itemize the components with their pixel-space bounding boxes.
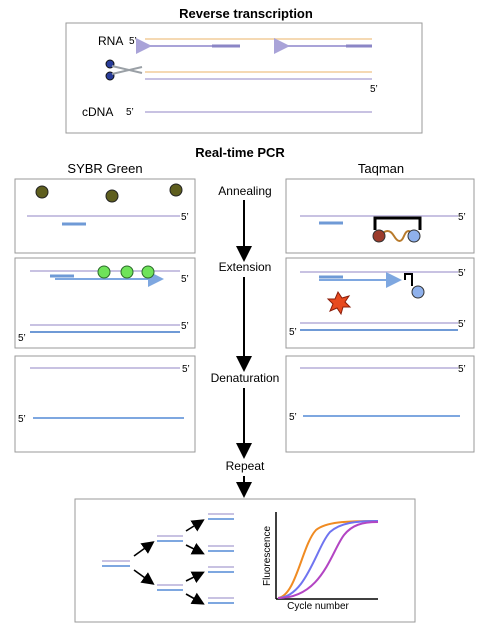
plot-ylabel: Fluorescence — [262, 526, 273, 586]
rt-title: Reverse transcription — [179, 6, 313, 21]
step-annealing: Annealing — [218, 184, 271, 198]
doubling-tree — [102, 513, 234, 605]
end-5prime: 5’ — [18, 333, 26, 344]
rna-5prime-label: 5’ — [129, 36, 137, 47]
taqman-denaturation-panel — [285, 355, 475, 453]
sybr-bound-dye — [120, 265, 134, 279]
end-5prime: 5’ — [458, 319, 466, 330]
amplification-panel — [74, 498, 416, 623]
step-repeat: Repeat — [226, 459, 265, 473]
sybr-bound-dye — [97, 265, 111, 279]
end-5prime: 5’ — [181, 321, 189, 332]
end-5prime: 5’ — [181, 212, 189, 223]
rna-label: RNA — [98, 34, 123, 48]
amplification-curve-2 — [277, 520, 379, 599]
end-5prime: 5’ — [458, 212, 466, 223]
end-5prime: 5’ — [182, 364, 190, 375]
amplification-plot: Fluorescence Cycle number — [262, 512, 379, 612]
released-reporter-icon — [326, 290, 352, 316]
sybr-denaturation-panel — [14, 355, 196, 453]
end-5prime: 5’ — [458, 268, 466, 279]
taqman-label: Taqman — [358, 161, 404, 176]
step-denaturation: Denaturation — [211, 371, 280, 385]
sybr-dye — [35, 185, 49, 199]
end-5prime: 5’ — [289, 412, 297, 423]
amplification-curve-3 — [277, 521, 379, 599]
cdna-5prime-label-top: 5’ — [370, 84, 378, 95]
cleaved-quencher — [404, 273, 425, 299]
end-5prime: 5’ — [181, 274, 189, 285]
sybr-dye — [169, 183, 183, 197]
cdna-label: cDNA — [82, 105, 113, 119]
sybr-dye — [105, 189, 119, 203]
step-extension: Extension — [219, 260, 272, 274]
sybr-bound-dye — [141, 265, 155, 279]
plot-xlabel: Cycle number — [287, 601, 349, 612]
scissors-icon — [105, 59, 143, 81]
amplification-curve-1 — [277, 520, 379, 599]
end-5prime: 5’ — [18, 414, 26, 425]
cdna-5prime-label: 5’ — [126, 107, 134, 118]
sybr-label: SYBR Green — [67, 161, 142, 176]
pcr-title: Real-time PCR — [195, 145, 285, 160]
taqman-probe — [372, 216, 422, 243]
end-5prime: 5’ — [458, 364, 466, 375]
end-5prime: 5’ — [289, 327, 297, 338]
